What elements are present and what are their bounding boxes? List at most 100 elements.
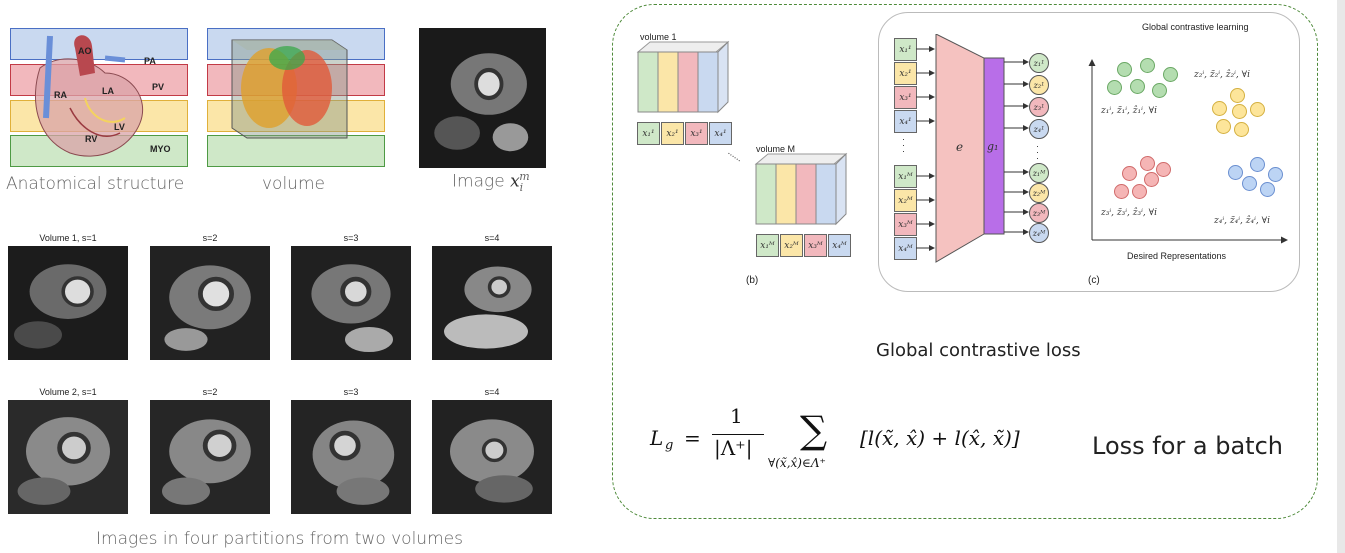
row2-label-1: Volume 2, s=1 (39, 387, 97, 397)
cluster-label-3: z₃ⁱ, z̃₃ⁱ, ẑ₃ⁱ, ∀i (1101, 208, 1157, 218)
dot-green (1163, 67, 1178, 82)
mri-v2-s1 (8, 400, 128, 514)
anatomy-label-pv: PV (152, 82, 165, 92)
formula-lhs: L (650, 426, 664, 450)
anatomy-label-ao: AO (78, 46, 92, 56)
dot-red (1132, 184, 1147, 199)
anatomy-label-lv: LV (114, 122, 125, 132)
dot-yellow (1216, 119, 1231, 134)
output-arrows (1004, 59, 1029, 235)
mri-v2-s2 (150, 400, 270, 514)
in-dots: ··· (902, 134, 905, 156)
dot-green (1152, 83, 1167, 98)
dot-red (1122, 166, 1137, 181)
row1-label-4: s=4 (484, 233, 500, 243)
dot-blue (1250, 157, 1265, 172)
dot-blue (1260, 182, 1275, 197)
dot-red (1156, 162, 1171, 177)
cluster-label-1: z₁ⁱ, z̃₁ⁱ, ẑ₁ⁱ, ∀i (1101, 106, 1157, 116)
vM-slice-4: x₄ᴹ (828, 234, 851, 257)
vM-slice-1: x₁ᴹ (756, 234, 779, 257)
in-top-3: x₃¹ (894, 86, 917, 109)
volume-render (231, 39, 348, 139)
dot-blue (1268, 167, 1283, 182)
dot-green (1130, 79, 1145, 94)
dot-yellow (1234, 122, 1249, 137)
dot-blue (1242, 176, 1257, 191)
out-bot-2: z₂ᴹ (1029, 183, 1049, 203)
vband-green (207, 135, 385, 167)
in-top-4: x₄¹ (894, 110, 917, 133)
dot-yellow (1232, 104, 1247, 119)
formula-frac-bar (712, 434, 764, 435)
volume1-stack (636, 40, 730, 114)
anatomy-figure: AO PA PV RA LA LV RV MYO (10, 28, 190, 168)
formula-sum-sub: ∀(x̃,x̂)∈Λ⁺ (768, 456, 826, 470)
caption-image-sub: i (519, 181, 524, 195)
in-bot-3: x₃ᴹ (894, 213, 917, 236)
panel-c-box (878, 12, 1300, 292)
in-top-2: x₂¹ (894, 62, 917, 85)
out-dots: ··· (1036, 141, 1039, 163)
out-top-3: z₃¹ (1029, 97, 1049, 117)
mri-v2-s3 (291, 400, 411, 514)
row2-label-2: s=2 (202, 387, 218, 397)
vM-slice-3: x₃ᴹ (804, 234, 827, 257)
cluster-label-4: z₄ⁱ, z̃₄ⁱ, ẑ₄ⁱ, ∀i (1214, 216, 1270, 226)
loss-title: Global contrastive loss (876, 340, 1081, 361)
volume1-label: volume 1 (640, 32, 677, 42)
desired-label: Desired Representations (1127, 251, 1227, 261)
gcl-title: Global contrastive learning (1142, 22, 1249, 32)
formula-lhs-sub: g (665, 438, 674, 453)
caption-anatomy: Anatomical structure (6, 174, 185, 194)
vM-slice-2: x₂ᴹ (780, 234, 803, 257)
formula-num: 1 (730, 404, 743, 428)
dot-blue (1228, 165, 1243, 180)
out-top-4: z₄¹ (1029, 119, 1049, 139)
row1-label-3: s=3 (343, 233, 359, 243)
dot-yellow (1230, 88, 1245, 103)
heart-illustration (34, 35, 144, 157)
cluster-label-2: z₂ⁱ, z̃₂ⁱ, ẑ₂ⁱ, ∀i (1194, 70, 1250, 80)
encoder-projector (916, 34, 1005, 263)
dot-yellow (1250, 102, 1265, 117)
volumeM-label: volume M (756, 144, 796, 154)
row2-label-3: s=3 (343, 387, 359, 397)
caption-image-x: x (510, 171, 520, 192)
row1-label-1: Volume 1, s=1 (39, 233, 97, 243)
formula-den: |Λ⁺| (714, 436, 753, 460)
formula-eq: = (684, 426, 701, 450)
out-top-2: z₂¹ (1029, 75, 1049, 95)
volumeM-stack (754, 152, 848, 226)
row2-label-4: s=4 (484, 387, 500, 397)
mri-v1-s3 (291, 246, 411, 360)
anatomy-label-pa: PA (144, 56, 156, 66)
dot-red (1114, 184, 1129, 199)
anatomy-label-rv: RV (85, 134, 98, 144)
formula-sum: ∑ (800, 408, 828, 452)
out-bot-1: z₁ᴹ (1029, 163, 1049, 183)
mri-v1-s1 (8, 246, 128, 360)
dot-green (1140, 58, 1155, 73)
gcl-panel (612, 4, 1318, 519)
v1-slice-1: x₁¹ (637, 122, 660, 145)
out-top-1: z₁¹ (1029, 53, 1049, 73)
dot-red (1140, 156, 1155, 171)
v1-slice-2: x₂¹ (661, 122, 684, 145)
volume-figure (207, 28, 387, 168)
caption-bottom: Images in four partitions from two volum… (96, 529, 463, 549)
scrollbar[interactable] (1337, 0, 1345, 553)
caption-image-sup: m (519, 170, 530, 183)
formula-body: [l(x̃, x̂) + l(x̂, x̃)] (860, 426, 1020, 450)
dot-green (1117, 62, 1132, 77)
v1-slice-3: x₃¹ (685, 122, 708, 145)
in-bot-2: x₂ᴹ (894, 189, 917, 212)
loss-batch-label: Loss for a batch (1092, 432, 1283, 460)
caption-image-prefix: Image (452, 171, 511, 192)
mri-v1-s2 (150, 246, 270, 360)
mri-v2-s4 (432, 400, 552, 514)
in-bot-1: x₁ᴹ (894, 165, 917, 188)
out-bot-4: z₄ᴹ (1029, 223, 1049, 243)
anatomy-label-ra: RA (54, 90, 67, 100)
panel-c-label: (c) (1088, 275, 1100, 286)
